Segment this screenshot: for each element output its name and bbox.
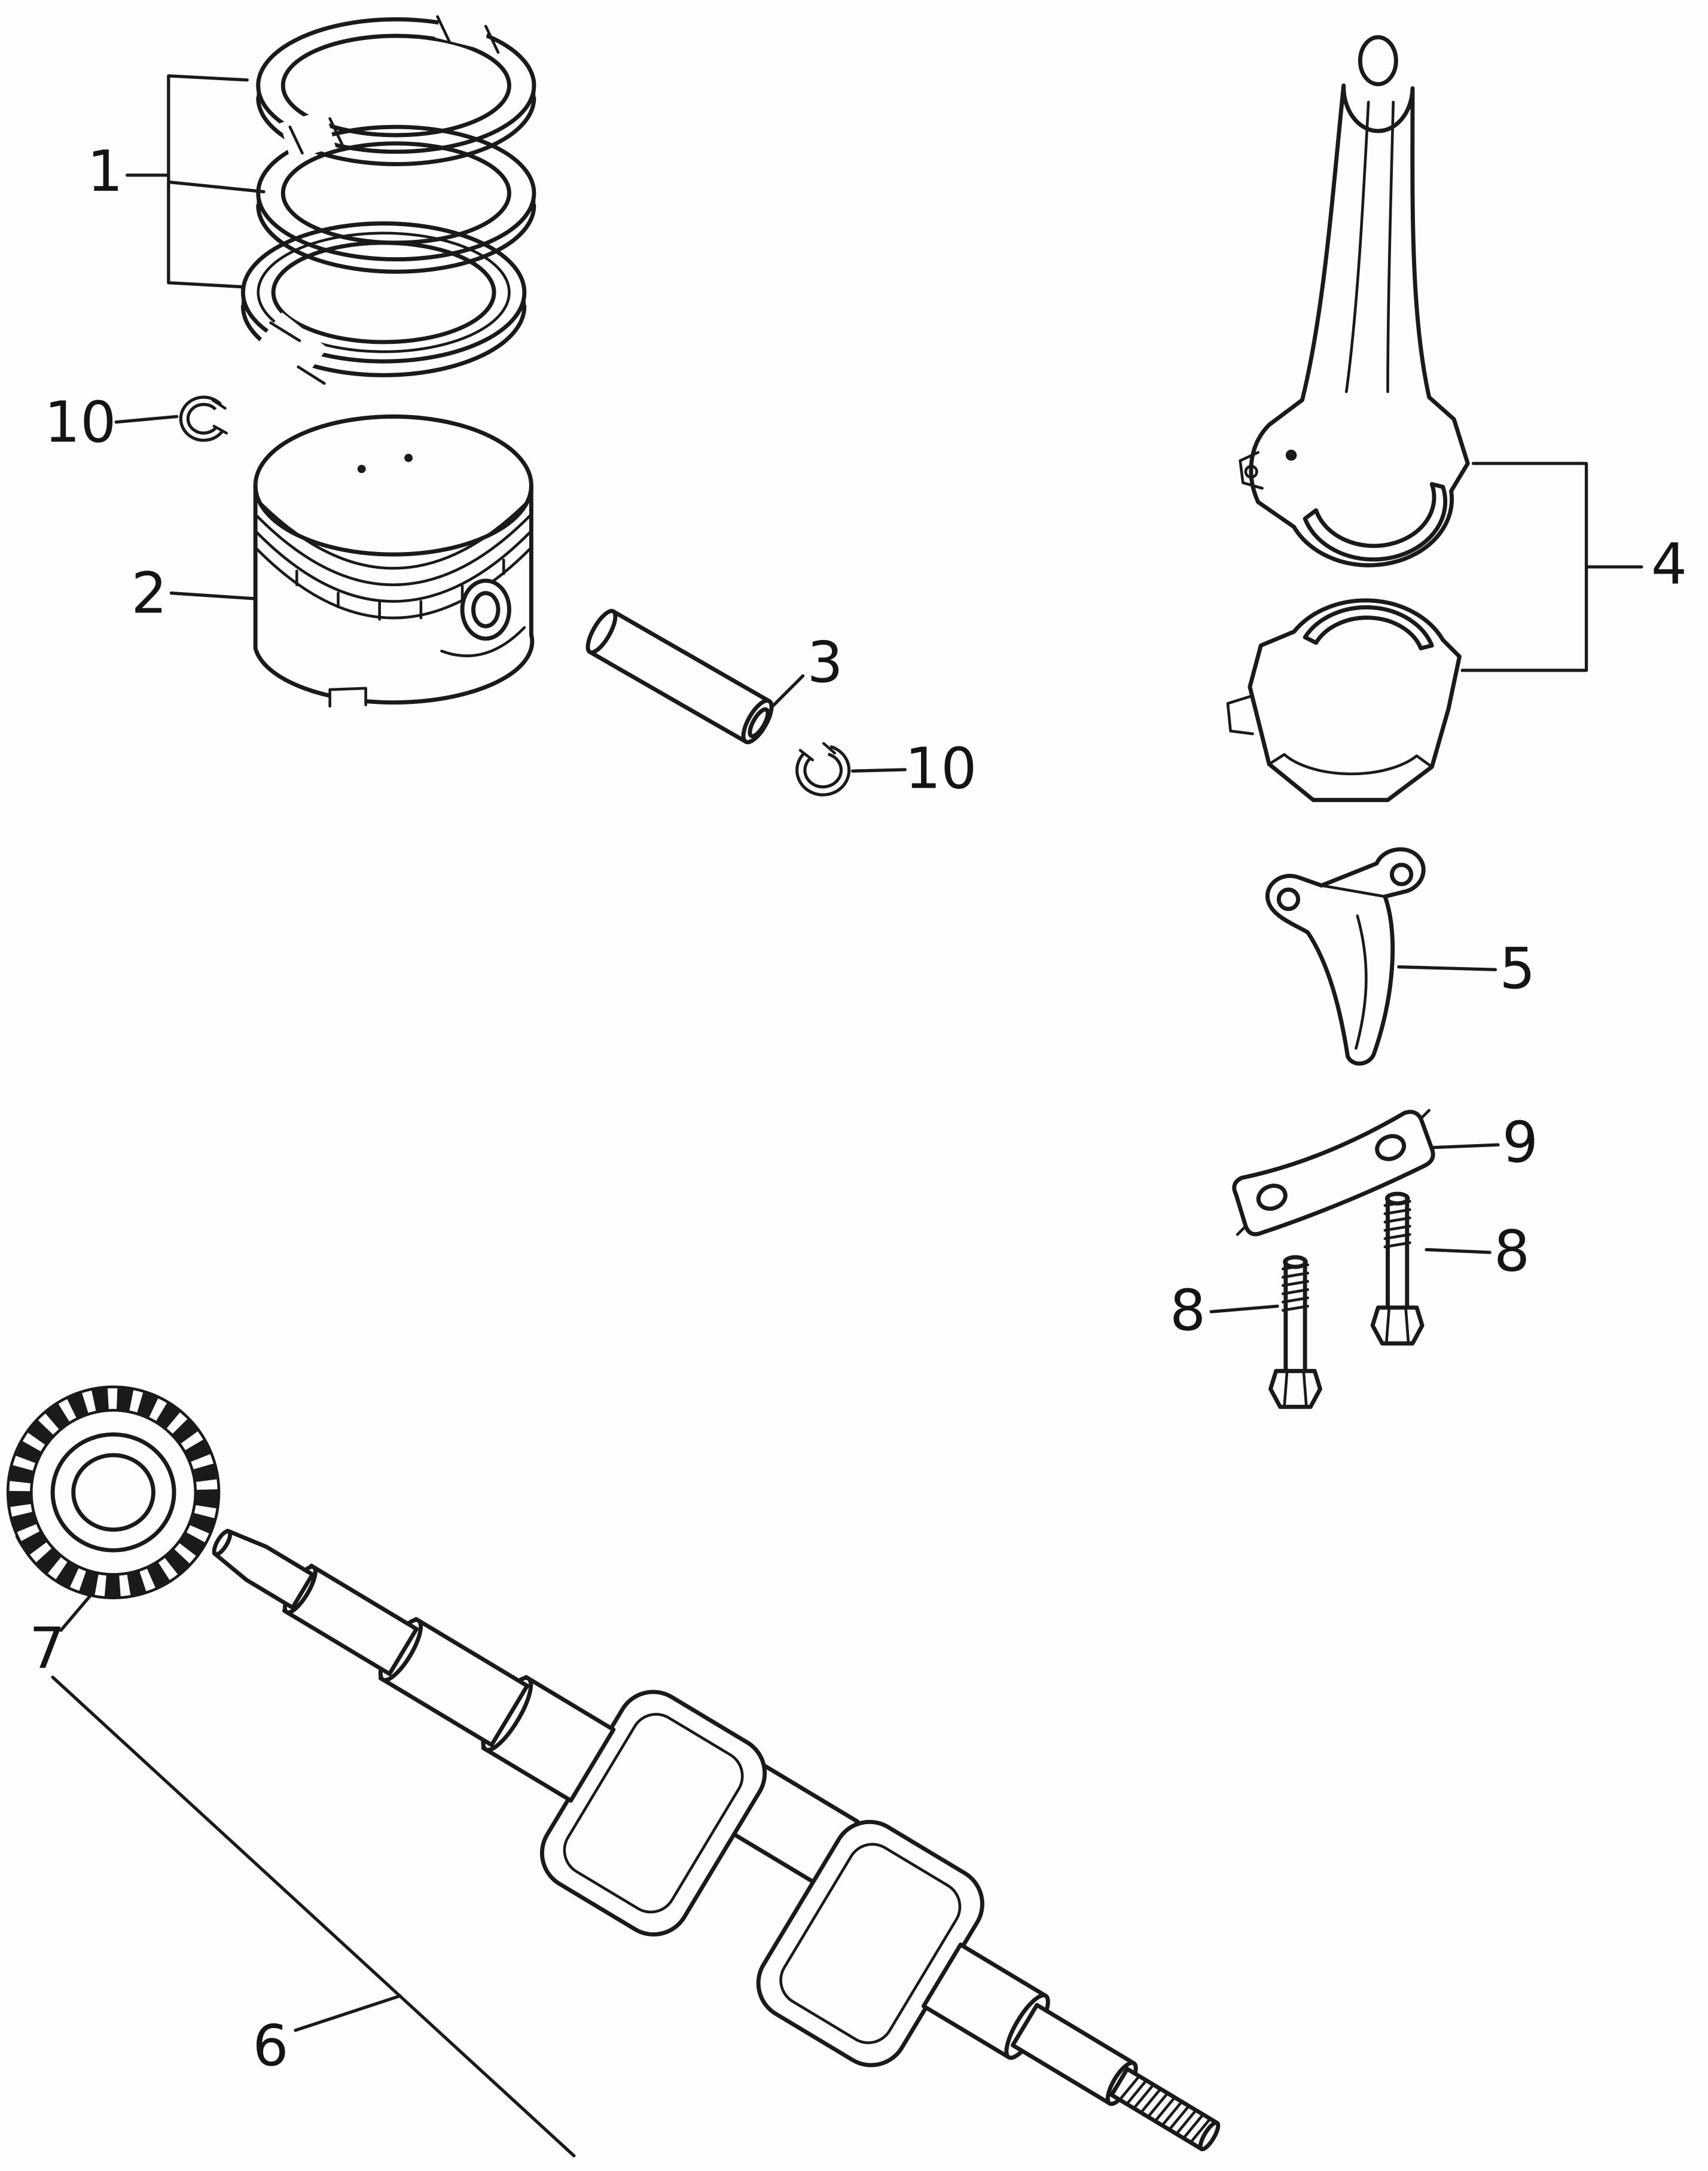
leader-line (771, 674, 805, 708)
piston-pin-drawing (585, 609, 774, 745)
leader-line (51, 1675, 576, 2158)
callout-4-label: 4 (1651, 532, 1687, 597)
pin-clip-upper-drawing (179, 395, 228, 442)
piston-ring-set-drawing (240, 0, 536, 385)
callout-2: 2 (131, 560, 256, 626)
leader-line (125, 74, 266, 289)
callout-3-label: 3 (807, 630, 843, 696)
callout-5: 5 (1397, 936, 1535, 1002)
callout-10-upper: 10 (44, 389, 179, 455)
callout-5-label: 5 (1499, 936, 1535, 1002)
callout-8-left-label: 8 (1170, 1278, 1206, 1344)
callout-8-right: 8 (1425, 1219, 1530, 1285)
leader-line (1209, 1304, 1279, 1313)
leader-line (851, 768, 907, 773)
callout-9-label: 9 (1502, 1109, 1538, 1175)
leader-line (1460, 462, 1643, 672)
rod-bolt-left-drawing (1268, 1255, 1322, 1409)
callout-6: 6 (51, 1675, 576, 2158)
leader-line (169, 591, 256, 600)
timing-gear-drawing (6, 1385, 221, 1600)
callout-8-right-label: 8 (1494, 1219, 1530, 1285)
leader-line (1397, 965, 1497, 971)
callout-7: 7 (29, 1593, 93, 1682)
leader-line (59, 1593, 93, 1632)
callout-2-label: 2 (131, 560, 167, 626)
rod-guide-bracket-drawing (1265, 847, 1426, 1066)
connecting-rod-drawing (1226, 35, 1470, 803)
callout-7-label: 7 (29, 1616, 65, 1682)
callout-10-lower-label: 10 (905, 736, 977, 801)
callout-8-left: 8 (1170, 1278, 1279, 1344)
callout-6-label: 6 (252, 2013, 288, 2079)
callout-9: 9 (1430, 1109, 1538, 1175)
leader-line (1430, 1143, 1500, 1149)
callout-4: 4 (1460, 462, 1687, 672)
leader-line (114, 414, 179, 424)
callout-10-upper-label: 10 (44, 389, 116, 455)
callout-1-label: 1 (87, 139, 123, 205)
crankshaft-drawing (212, 1529, 1221, 2151)
rod-bolt-right-drawing (1370, 1191, 1425, 1346)
callout-10-lower: 10 (851, 736, 977, 801)
piston-drawing (253, 414, 535, 709)
callout-3: 3 (771, 630, 843, 708)
pin-clip-lower-drawing (795, 742, 851, 797)
leader-line (1425, 1248, 1492, 1254)
callout-1: 1 (87, 74, 266, 289)
